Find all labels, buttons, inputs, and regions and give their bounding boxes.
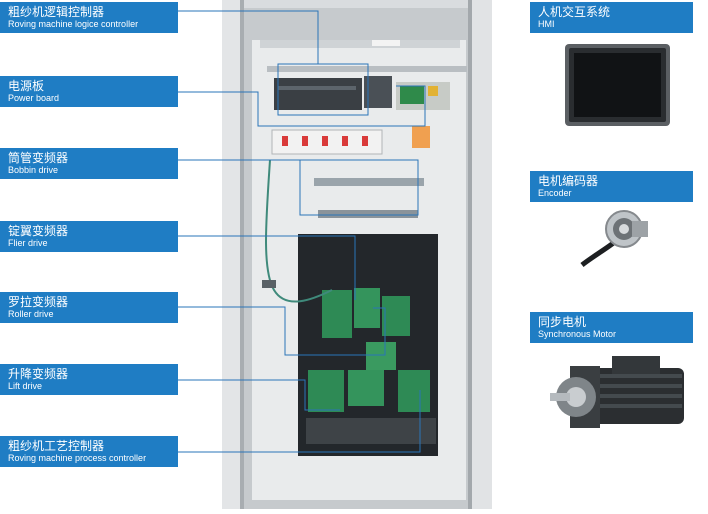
- encoder-illustration: [580, 210, 648, 267]
- label-en: Flier drive: [8, 238, 48, 248]
- label-zh: 电源板: [8, 79, 45, 93]
- label-flier-drive: 锭翼变频器 Flier drive: [0, 221, 178, 252]
- label-en: Encoder: [538, 188, 572, 198]
- label-roving-process-controller: 粗纱机工艺控制器 Roving machine process controll…: [0, 436, 178, 467]
- label-bobbin-drive: 筒管变频器 Bobbin drive: [0, 148, 178, 179]
- label-zh: 人机交互系统: [538, 5, 611, 19]
- label-zh: 粗纱机逻辑控制器: [8, 5, 105, 19]
- label-zh: 电机编码器: [538, 174, 599, 188]
- label-hmi: 人机交互系统 HMI: [530, 2, 693, 33]
- label-roller-drive: 罗拉变频器 Roller drive: [0, 292, 178, 323]
- label-zh: 筒管变频器: [8, 151, 69, 165]
- label-zh: 升降变频器: [8, 367, 69, 381]
- label-zh: 同步电机: [538, 315, 587, 329]
- motor-illustration: [550, 356, 684, 428]
- label-roving-logic-controller: 粗纱机逻辑控制器 Roving machine logice controlle…: [0, 2, 178, 33]
- label-en: Bobbin drive: [8, 165, 59, 175]
- hmi-image: [565, 44, 670, 126]
- label-en: Lift drive: [8, 381, 43, 391]
- label-en: Roving machine logice controller: [8, 19, 139, 29]
- encoder-image: [572, 205, 652, 277]
- label-en: Power board: [8, 93, 60, 103]
- label-zh: 罗拉变频器: [8, 295, 69, 309]
- label-zh: 锭翼变频器: [8, 224, 69, 238]
- synchronous-motor-image: [550, 348, 690, 443]
- control-cabinet-photo: [222, 0, 492, 509]
- label-en: Synchronous Motor: [538, 329, 617, 339]
- label-zh: 粗纱机工艺控制器: [8, 439, 105, 453]
- label-en: Roving machine process controller: [8, 453, 147, 463]
- hmi-screen-illustration: [565, 44, 670, 126]
- label-power-board: 电源板 Power board: [0, 76, 178, 107]
- label-synchronous-motor: 同步电机 Synchronous Motor: [530, 312, 693, 343]
- label-encoder: 电机编码器 Encoder: [530, 171, 693, 202]
- label-en: HMI: [538, 19, 555, 29]
- label-en: Roller drive: [8, 309, 54, 319]
- control-cabinet-illustration: [222, 0, 492, 509]
- label-lift-drive: 升降变频器 Lift drive: [0, 364, 178, 395]
